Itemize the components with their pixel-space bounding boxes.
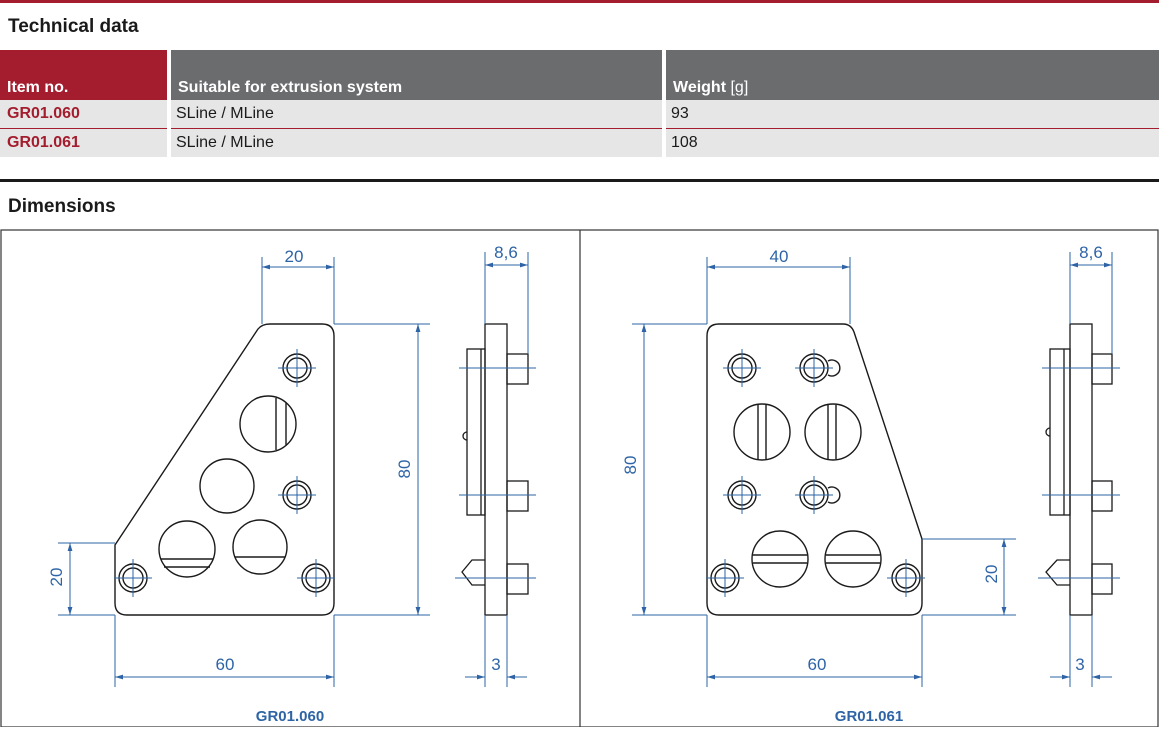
row-divider <box>0 128 1159 129</box>
gr01-061-front-view <box>706 323 923 616</box>
dimension-drawings: 20 80 20 60 8,6 3 GR01.060 <box>0 227 1159 728</box>
table-row: GR01.061 SLine / MLine 108 <box>0 129 1159 157</box>
column-header-item-no: Item no. <box>0 50 167 100</box>
gr01-061-side-centerlines <box>1038 367 1120 579</box>
column-header-weight: Weight [g] <box>666 50 1159 100</box>
table-bottom-rule <box>0 179 1159 182</box>
gr01-060-side-centerlines <box>455 367 536 579</box>
gr01-061-side-dimension-lines <box>1050 252 1113 687</box>
gr01-060-dimension-lines <box>58 257 430 687</box>
section-title-dimensions: Dimensions <box>8 196 116 217</box>
item-no-cell: GR01.061 <box>7 134 80 151</box>
dim-height: 80 <box>621 456 640 475</box>
dim-top-width: 20 <box>285 247 304 266</box>
gr01-061-side-view <box>1045 323 1113 616</box>
gr01-061-centerlines <box>706 349 925 597</box>
drawing-caption: GR01.061 <box>835 708 903 725</box>
gr01-060-side-dimension-lines <box>465 252 529 687</box>
column-divider <box>167 100 171 157</box>
dim-base-thickness: 3 <box>1075 655 1084 674</box>
column-header-system: Suitable for extrusion system <box>171 50 662 100</box>
column-header-weight-label: Weight [g] <box>673 79 749 96</box>
dim-thickness: 8,6 <box>494 243 518 262</box>
dim-bottom-width: 60 <box>216 655 235 674</box>
dim-side-height: 20 <box>47 568 66 587</box>
weight-cell: 108 <box>671 134 698 151</box>
column-divider <box>662 100 666 157</box>
gr01-060-side-view <box>461 323 529 616</box>
gr01-060-centerlines <box>114 349 335 597</box>
technical-drawing-svg: 20 80 20 60 8,6 3 GR01.060 <box>0 229 1159 728</box>
dim-side-height: 20 <box>982 565 1001 584</box>
dim-top-width: 40 <box>770 247 789 266</box>
system-cell: SLine / MLine <box>176 105 274 122</box>
item-no-cell: GR01.060 <box>7 105 80 122</box>
table-row: GR01.060 SLine / MLine 93 <box>0 100 1159 128</box>
gr01-061-dimension-lines <box>632 257 1016 687</box>
section-title-technical-data: Technical data <box>8 16 139 37</box>
top-rule <box>0 0 1159 3</box>
system-cell: SLine / MLine <box>176 134 274 151</box>
dim-bottom-width: 60 <box>808 655 827 674</box>
drawing-caption: GR01.060 <box>256 708 324 725</box>
weight-cell: 93 <box>671 105 689 122</box>
dim-base-thickness: 3 <box>491 655 500 674</box>
dim-height: 80 <box>395 460 414 479</box>
dim-thickness: 8,6 <box>1079 243 1103 262</box>
